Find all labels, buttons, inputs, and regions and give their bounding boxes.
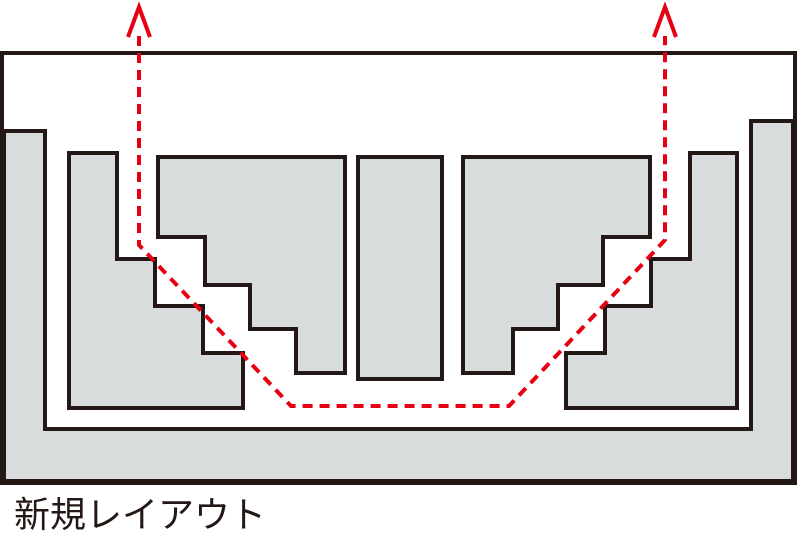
layout-caption: 新規レイアウト — [14, 495, 267, 536]
right-stepped-shelf — [564, 151, 739, 410]
center-shelf — [356, 155, 444, 381]
right-inner-stepped-shelf — [461, 155, 652, 375]
flow-path — [137, 36, 667, 408]
perimeter-wall — [2, 119, 795, 483]
right-exit-arrow-icon — [652, 1, 678, 38]
left-inner-stepped-shelf — [156, 155, 347, 375]
left-stepped-shelf — [67, 151, 245, 410]
left-exit-arrow-icon — [126, 1, 152, 38]
